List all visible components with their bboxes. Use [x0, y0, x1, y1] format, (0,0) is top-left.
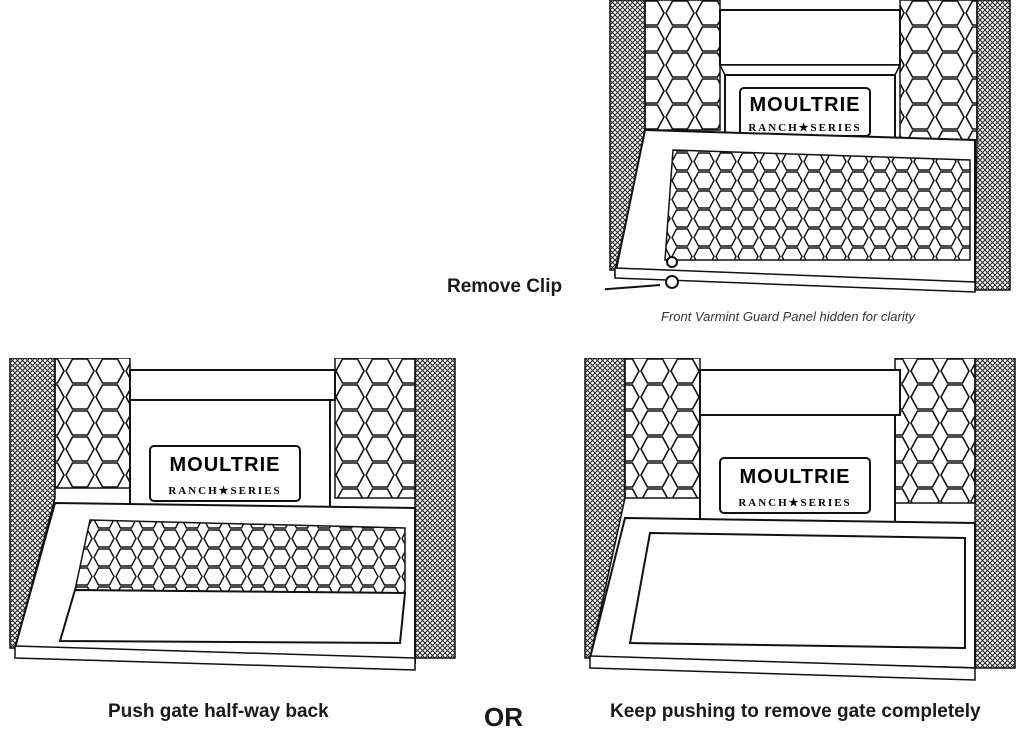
figure-remove-clip: MOULTRIE RANCH★SERIES	[605, 0, 1011, 293]
clip-icon	[665, 275, 679, 289]
logo-series-text: RANCH★SERIES	[738, 497, 851, 509]
panel-hidden-note: Front Varmint Guard Panel hidden for cla…	[661, 309, 915, 324]
logo-brand-text: MOULTRIE	[170, 454, 281, 476]
figure-remove-gate: MOULTRIE RANCH★SERIES	[584, 358, 1016, 681]
caption-push-half: Push gate half-way back	[108, 701, 329, 722]
figure-push-half: MOULTRIE RANCH★SERIES	[9, 358, 456, 671]
logo-brand-text: MOULTRIE	[750, 94, 861, 116]
caption-keep-pushing: Keep pushing to remove gate completely	[610, 701, 981, 722]
remove-clip-label: Remove Clip	[447, 276, 563, 297]
logo-series-text: RANCH★SERIES	[748, 122, 861, 134]
clip-leader-line	[605, 284, 661, 291]
caption-or: OR	[484, 702, 523, 732]
logo-brand-text: MOULTRIE	[740, 466, 851, 488]
logo-series-text: RANCH★SERIES	[168, 485, 281, 497]
